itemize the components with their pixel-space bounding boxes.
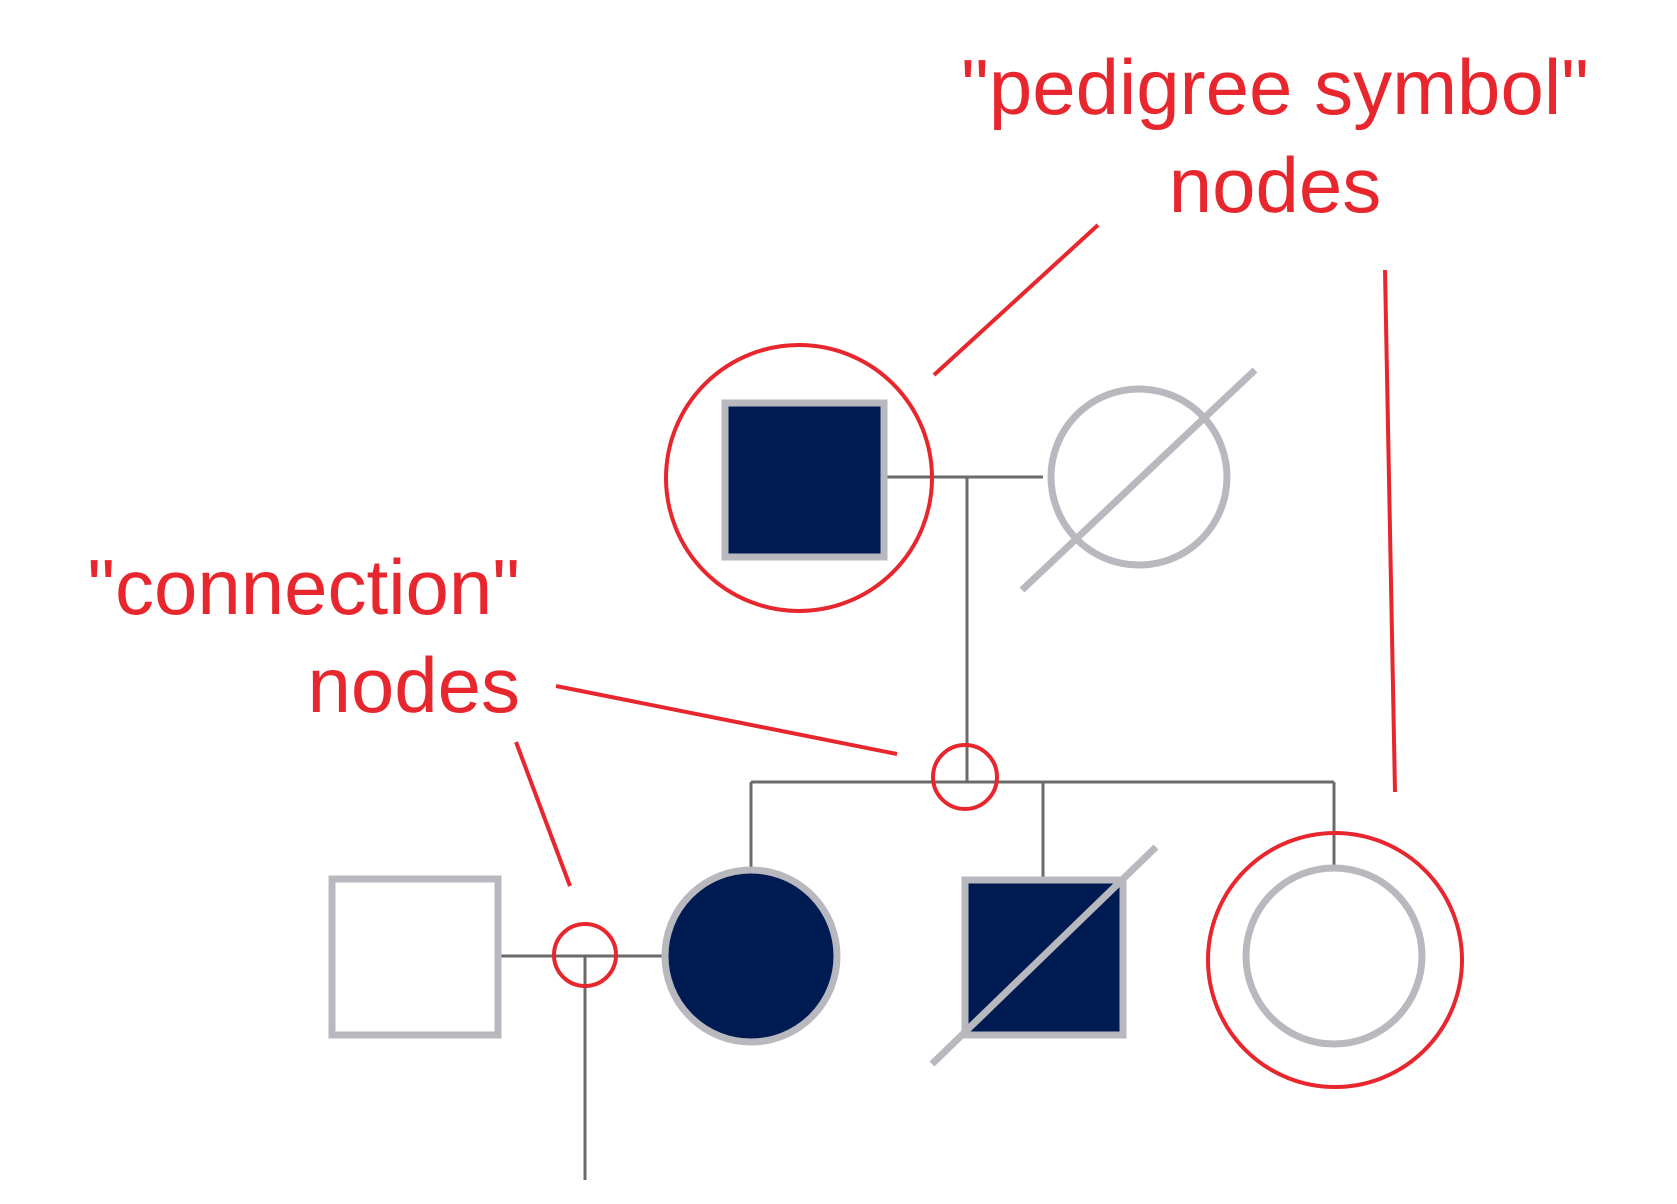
annotation-highlights [552,343,1464,1089]
deceased-slash [1019,367,1258,593]
gen1-affected-male-square [721,399,888,561]
connection-highlight-ring [552,922,618,988]
annotation-line: nodes [1168,141,1382,229]
pedigree-symbol-highlight-ring [664,343,934,613]
annotation-line: "pedigree symbol" [961,43,1589,131]
annotation-line: "connection" [87,543,520,631]
gen2-affected-female-circle [661,866,841,1046]
connection-highlight-ring [931,743,999,811]
pedigree-leader-line [932,223,1100,377]
pedigree-symbol-annotation: "pedigree symbol" nodes [915,38,1635,234]
connection-annotation: "connection" nodes [20,538,520,734]
gen2-spouse-male-square [328,875,502,1039]
connection-leader-line [514,741,572,887]
annotation-leaders [514,223,1397,887]
gen2-female-circle [1242,864,1426,1048]
connection-leader-line [555,684,898,756]
deceased-slash [929,844,1159,1067]
annotation-line: nodes [307,641,520,729]
pedigree-leader-line [1383,269,1397,793]
pedigree-symbol-highlight-ring [1206,831,1464,1089]
connection-lines [499,475,1336,1180]
